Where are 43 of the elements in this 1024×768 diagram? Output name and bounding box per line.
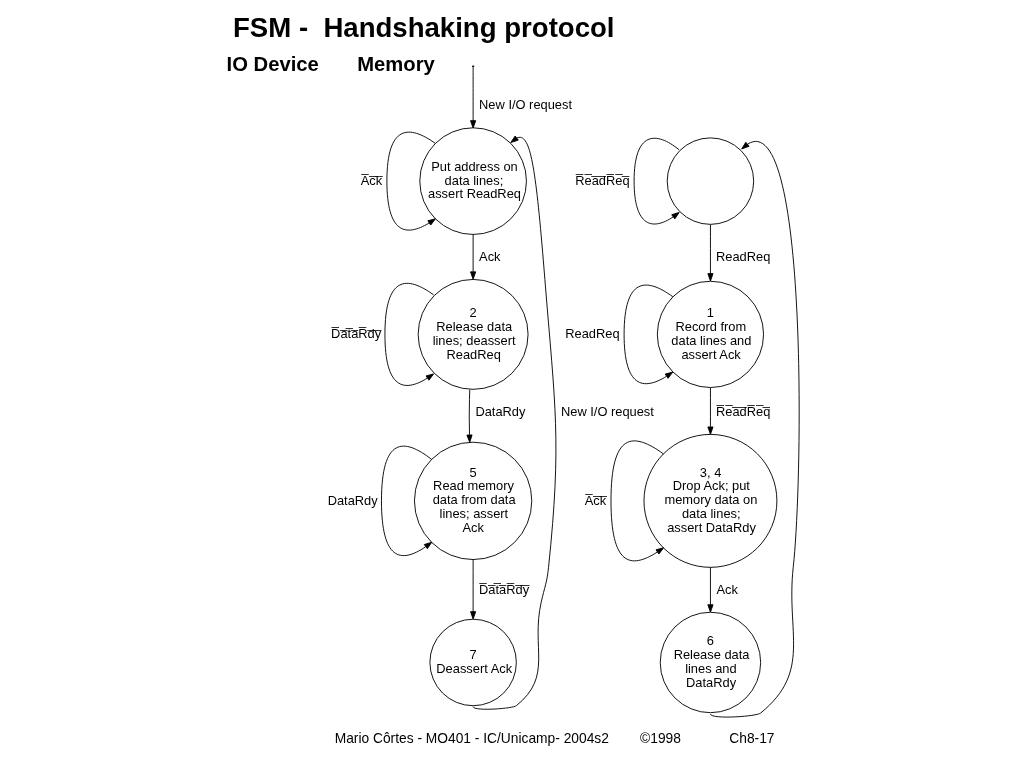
arrow — [465, 389, 473, 443]
arrow — [706, 387, 713, 435]
arrow — [706, 224, 713, 282]
arrow — [469, 559, 476, 620]
label: IO Device — [226, 52, 319, 75]
label: Memory — [356, 52, 435, 75]
edge-label: DataRdy — [327, 492, 378, 508]
arrow — [472, 135, 556, 710]
arrow — [633, 137, 680, 225]
edge-label: DataRdy — [474, 403, 525, 419]
edge-label: A̅c̅k̅ — [584, 492, 606, 508]
node-circle — [666, 137, 754, 225]
node-circle: Put address on data lines; assert ReadReq — [418, 127, 527, 235]
arrow — [469, 66, 476, 129]
arrow — [469, 234, 476, 280]
arrow — [610, 440, 664, 562]
edge-label: R̅e̅a̅d̅R̅e̅q̅ — [715, 403, 770, 419]
label: Mario Côrtes - MO401 - IC/Unicamp- 2004s2 — [334, 730, 609, 746]
edge-label: D̅a̅t̅a̅R̅d̅y̅ — [330, 326, 381, 342]
edge-label: New I/O request — [560, 403, 654, 419]
arrow — [709, 141, 800, 718]
arrow — [385, 131, 436, 231]
label: ©1998 — [639, 730, 681, 746]
arrow — [623, 284, 673, 385]
edge-label: ReadReq — [715, 248, 770, 264]
diagram-title: FSM - Handshaking protocol — [232, 11, 615, 43]
node-circle: 5 Read memory data from data lines; assert Ack — [413, 441, 532, 560]
arrow — [380, 445, 432, 557]
arrow — [383, 282, 434, 386]
edge-label: R̅e̅a̅d̅R̅e̅q̅ — [574, 172, 630, 188]
edge-label: New I/O request — [478, 97, 572, 113]
node-circle: 3, 4 Drop Ack; put memory data on data lines; assert DataRdy — [643, 433, 777, 568]
edge-label: D̅a̅t̅a̅R̅d̅y̅ — [478, 581, 529, 597]
edge-label: A̅c̅k̅ — [360, 172, 382, 188]
node-circle: 7 Deassert Ack — [428, 618, 517, 707]
arrow — [706, 566, 713, 613]
node-circle: 1 Record from data lines and assert Ack — [656, 280, 764, 388]
node-circle: 2 Release data lines; deassert ReadReq — [417, 279, 529, 390]
edge-label: Ack — [478, 248, 501, 264]
edge-label: ReadReq — [564, 326, 620, 342]
node-circle: 6 Release data lines and DataRdy — [659, 611, 761, 714]
edge-label: Ack — [715, 581, 738, 597]
label: Ch8-17 — [728, 730, 774, 746]
